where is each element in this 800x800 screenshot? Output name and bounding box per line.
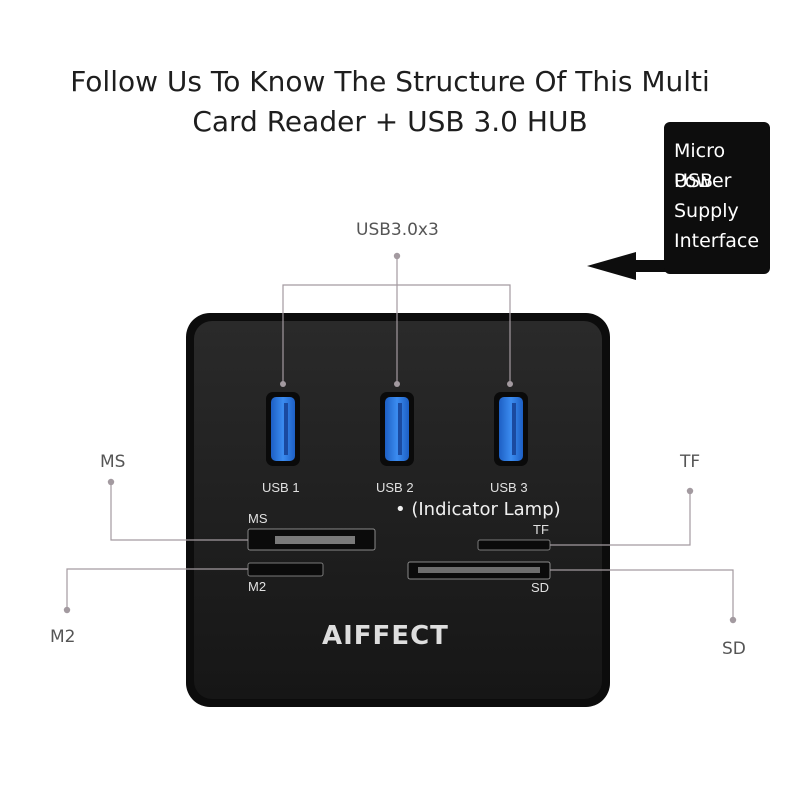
leader-lines <box>66 256 734 620</box>
title-line-2: Card Reader + USB 3.0 HUB <box>192 105 588 138</box>
sd-slot-label: SD <box>531 580 550 595</box>
ms-slot-label: MS <box>248 511 268 526</box>
power-arrow <box>587 252 668 280</box>
indicator-lamp-label: • (Indicator Lamp) <box>395 499 561 520</box>
tf-slot <box>477 539 551 551</box>
tf-slot-label: TF <box>533 522 549 537</box>
power-callout-line-2: Power <box>674 170 732 192</box>
usb-port-1-label: USB 1 <box>262 480 300 495</box>
usb-port-3-label: USB 3 <box>490 480 528 495</box>
usb-port-3 <box>494 392 528 466</box>
page-title: Follow Us To Know The Structure Of This … <box>0 62 780 142</box>
usb-port-1 <box>266 392 300 466</box>
title-line-1: Follow Us To Know The Structure Of This … <box>70 65 710 98</box>
m2-slot-label: M2 <box>248 579 267 594</box>
leader-dots <box>63 252 737 624</box>
power-callout-line-4: Interface <box>674 230 760 252</box>
sd-slot <box>407 561 551 580</box>
power-callout-line-1: Micro USB <box>674 140 726 192</box>
tf-callout-label: TF <box>680 452 701 472</box>
power-interface-callout: Micro USB Power Supply Interface <box>664 122 770 274</box>
power-callout-line-3: Supply <box>674 200 739 222</box>
usb-group-label: USB3.0x3 <box>356 220 439 240</box>
sd-callout-label: SD <box>722 639 746 659</box>
m2-slot <box>247 562 324 577</box>
usb-port-2 <box>380 392 414 466</box>
brand-logo: AIFFECT <box>322 621 449 651</box>
usb-port-2-label: USB 2 <box>376 480 414 495</box>
ms-callout-label: MS <box>100 452 126 472</box>
m2-callout-label: M2 <box>50 627 76 647</box>
ms-slot <box>247 528 376 551</box>
